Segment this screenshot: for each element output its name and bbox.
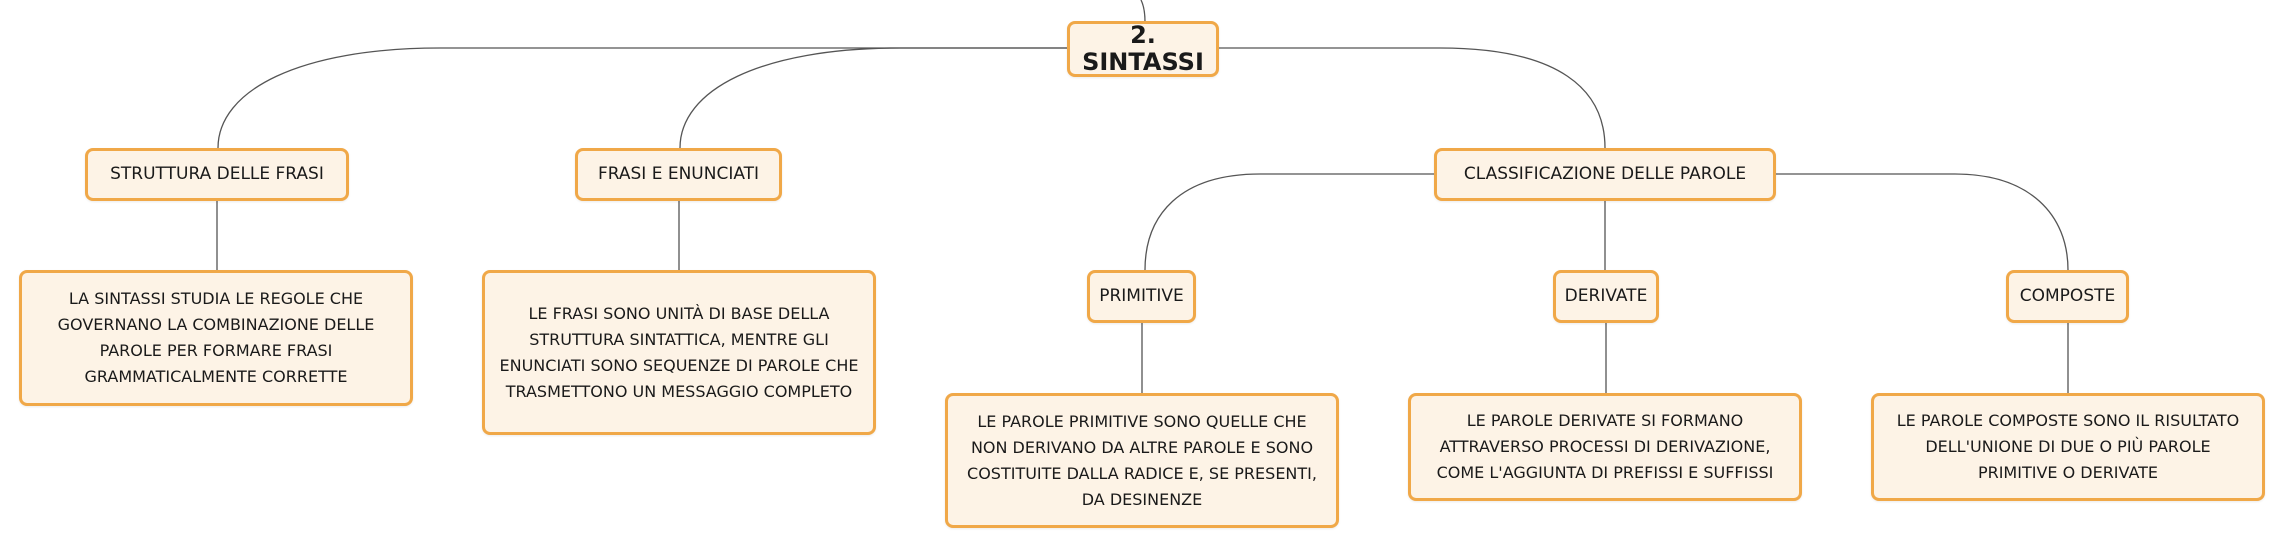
desc-composte[interactable]: LE PAROLE COMPOSTE SONO IL RISULTATO DEL… (1871, 393, 2265, 501)
connector-root-classificazione (1218, 47, 1606, 149)
node-label: PRIMITIVE (1099, 286, 1184, 306)
connector-root-frasi (679, 47, 1068, 149)
node-label: DERIVATE (1564, 286, 1648, 306)
connector-root-struttura (217, 47, 1068, 149)
desc-frasi-e-enunciati[interactable]: LE FRASI SONO UNITÀ DI BASE DELLA STRUTT… (482, 270, 876, 435)
desc-primitive[interactable]: LE PAROLE PRIMITIVE SONO QUELLE CHE NON … (945, 393, 1339, 528)
node-composte[interactable]: COMPOSTE (2006, 270, 2129, 323)
node-classificazione-delle-parole[interactable]: CLASSIFICAZIONE DELLE PAROLE (1434, 148, 1776, 201)
node-primitive[interactable]: PRIMITIVE (1087, 270, 1196, 323)
desc-derivate[interactable]: LE PAROLE DERIVATE SI FORMANO ATTRAVERSO… (1408, 393, 1802, 501)
node-label: FRASI E ENUNCIATI (597, 164, 760, 184)
root-label: 2. SINTASSI (1082, 21, 1204, 76)
desc-text: LA SINTASSI STUDIA LE REGOLE CHE GOVERNA… (57, 289, 375, 386)
connector-class-primitive (1144, 173, 1434, 271)
node-frasi-e-enunciati[interactable]: FRASI E ENUNCIATI (575, 148, 782, 201)
connector-class-composte (1776, 173, 2069, 271)
desc-text: LE PAROLE COMPOSTE SONO IL RISULTATO DEL… (1896, 411, 2240, 482)
node-label: STRUTTURA DELLE FRASI (110, 164, 324, 184)
desc-text: LE FRASI SONO UNITÀ DI BASE DELLA STRUTT… (499, 303, 859, 401)
node-struttura-delle-frasi[interactable]: STRUTTURA DELLE FRASI (85, 148, 349, 201)
connector-root-parent (1140, 0, 1146, 23)
desc-text: LE PAROLE DERIVATE SI FORMANO ATTRAVERSO… (1436, 411, 1774, 482)
root-node[interactable]: 2. SINTASSI (1067, 21, 1219, 77)
desc-struttura-delle-frasi[interactable]: LA SINTASSI STUDIA LE REGOLE CHE GOVERNA… (19, 270, 413, 406)
node-label: COMPOSTE (2019, 286, 2116, 306)
desc-text: LE PAROLE PRIMITIVE SONO QUELLE CHE NON … (967, 411, 1317, 509)
node-derivate[interactable]: DERIVATE (1553, 270, 1659, 323)
node-label: CLASSIFICAZIONE DELLE PAROLE (1463, 164, 1747, 184)
